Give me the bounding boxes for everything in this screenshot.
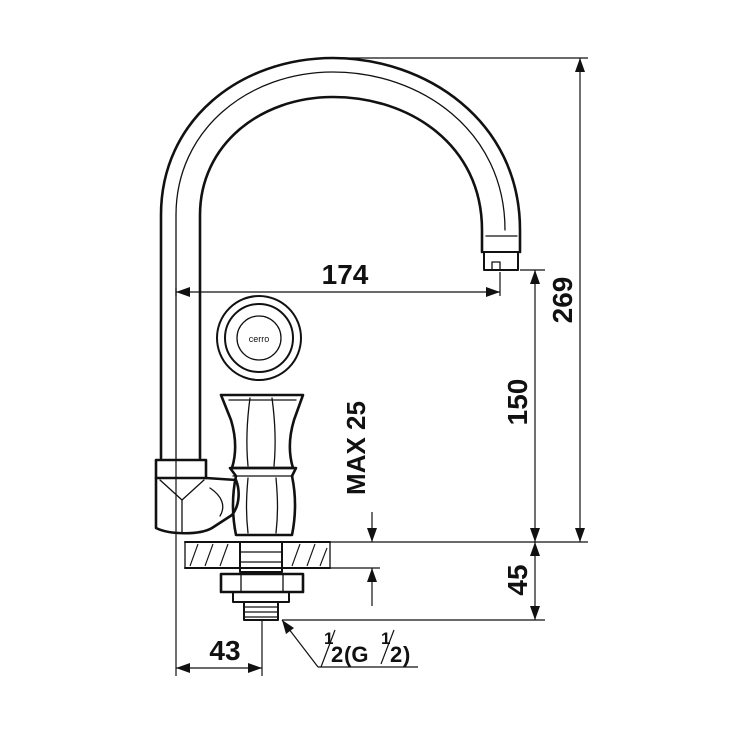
- dim-label-max25: MAX 25: [341, 401, 371, 495]
- thread-g-numerator: 1: [381, 629, 390, 648]
- dimension-spout-reach: 174: [175, 259, 501, 297]
- dimension-max-counter: MAX 25: [330, 401, 380, 606]
- thread-callout: 1 2 (G 1 2 ): [281, 619, 418, 668]
- thread-close-paren: ): [403, 642, 410, 667]
- mounting-shank: [219, 541, 305, 621]
- thread-denominator: 2: [331, 642, 343, 667]
- spout: [159, 56, 522, 460]
- valve-handle: [219, 393, 305, 470]
- thread-numerator: 1: [324, 629, 333, 648]
- thread-g-label: (G: [344, 642, 368, 667]
- swivel-joint: [154, 458, 240, 535]
- dimension-spout-height: 150: [502, 269, 545, 542]
- dimension-total-height: 269: [333, 57, 588, 542]
- dim-label-43: 43: [209, 635, 240, 666]
- dim-label-150: 150: [502, 379, 533, 426]
- countertop-section: [184, 541, 331, 569]
- valve-body: [228, 466, 298, 537]
- logo-text: cerro: [249, 334, 270, 344]
- thread-g-denominator: 2: [390, 642, 402, 667]
- dim-label-269: 269: [547, 277, 578, 324]
- dim-label-174: 174: [322, 259, 369, 290]
- dim-label-45: 45: [502, 564, 533, 595]
- dimension-base-offset: 43: [175, 458, 263, 676]
- brand-logo-disc: cerro: [216, 295, 302, 381]
- dimension-shank-length: 45: [282, 542, 545, 621]
